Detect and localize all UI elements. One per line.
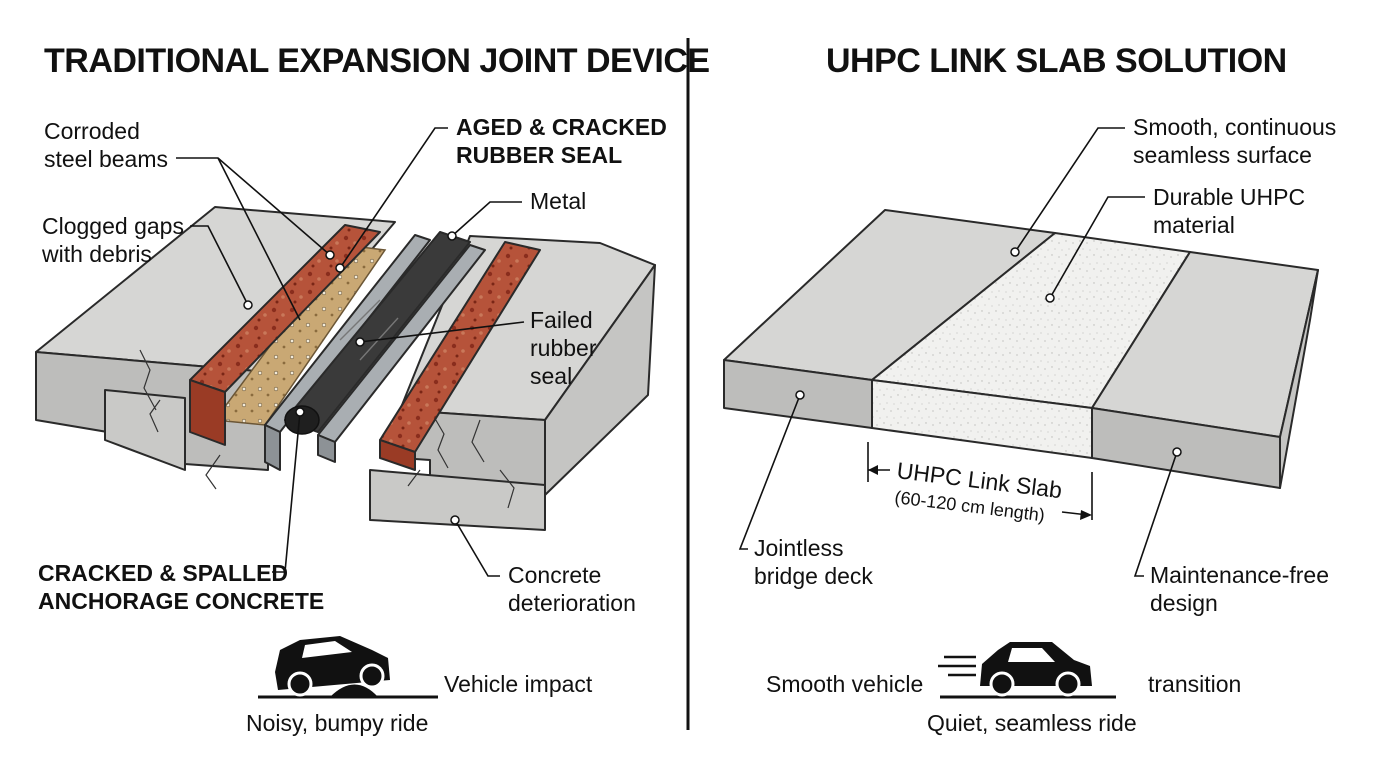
svg-text:Smooth, continuous: Smooth, continuous <box>1133 114 1336 140</box>
transition-label: transition <box>1148 671 1241 697</box>
joint-assembly <box>189 224 541 471</box>
left-deck-slab <box>35 206 396 490</box>
left-ride-caption: Noisy, bumpy ride <box>246 710 428 736</box>
svg-text:Clogged gaps: Clogged gaps <box>42 213 184 239</box>
callout-corroded-steel: Corroded steel beams <box>44 118 335 321</box>
svg-text:with debris: with debris <box>41 241 152 267</box>
svg-text:RUBBER SEAL: RUBBER SEAL <box>456 142 622 168</box>
svg-text:seal: seal <box>530 363 572 389</box>
smooth-vehicle-label: Smooth vehicle <box>766 671 923 697</box>
svg-text:deterioration: deterioration <box>508 590 636 616</box>
svg-text:CRACKED & SPALLED: CRACKED & SPALLED <box>38 560 288 586</box>
callout-failed-seal: Failed rubber seal <box>355 307 597 389</box>
link-slab-dimension: UHPC Link Slab (60-120 cm length) <box>867 442 1093 525</box>
svg-text:Failed: Failed <box>530 307 593 333</box>
left-title: TRADITIONAL EXPANSION JOINT DEVICE <box>44 42 710 80</box>
link-slab-deck <box>723 209 1319 489</box>
svg-text:ANCHORAGE CONCRETE: ANCHORAGE CONCRETE <box>38 588 324 614</box>
svg-text:seamless surface: seamless surface <box>1133 142 1312 168</box>
car-bump-icon <box>258 636 438 699</box>
callout-durable-uhpc: Durable UHPC material <box>1045 184 1305 303</box>
car-smooth-icon <box>940 642 1116 699</box>
callout-jointless-deck: Jointless bridge deck <box>738 390 873 589</box>
speed-lines-icon <box>938 655 976 677</box>
svg-text:Corroded: Corroded <box>44 118 140 144</box>
left-panel: TRADITIONAL EXPANSION JOINT DEVICE <box>35 42 710 736</box>
svg-text:Durable UHPC: Durable UHPC <box>1153 184 1305 210</box>
right-title: UHPC LINK SLAB SOLUTION <box>826 42 1287 80</box>
right-ride-caption: Quiet, seamless ride <box>927 710 1137 736</box>
callout-metal: Metal <box>447 188 586 241</box>
callout-smooth-surface: Smooth, continuous seamless surface <box>1010 114 1336 257</box>
svg-text:design: design <box>1150 590 1218 616</box>
callout-aged-rubber: AGED & CRACKED RUBBER SEAL <box>335 114 667 273</box>
svg-text:Concrete: Concrete <box>508 562 601 588</box>
svg-text:material: material <box>1153 212 1235 238</box>
svg-text:Metal: Metal <box>530 188 586 214</box>
svg-text:bridge deck: bridge deck <box>754 563 873 589</box>
callout-cracked-anchorage: CRACKED & SPALLED ANCHORAGE CONCRETE <box>38 407 324 614</box>
callout-clogged-gaps: Clogged gaps with debris <box>41 213 253 310</box>
vehicle-impact-label: Vehicle impact <box>444 671 593 697</box>
svg-text:steel beams: steel beams <box>44 146 168 172</box>
svg-text:rubber: rubber <box>530 335 597 361</box>
callout-maintenance-free: Maintenance-free design <box>1133 447 1329 616</box>
svg-text:Maintenance-free: Maintenance-free <box>1150 562 1329 588</box>
right-panel: UHPC LINK SLAB SOLUTION UHPC Link Slab (… <box>723 42 1336 736</box>
svg-text:Jointless: Jointless <box>754 535 843 561</box>
svg-text:AGED & CRACKED: AGED & CRACKED <box>456 114 667 140</box>
callout-concrete-deterioration: Concrete deterioration <box>450 515 636 616</box>
